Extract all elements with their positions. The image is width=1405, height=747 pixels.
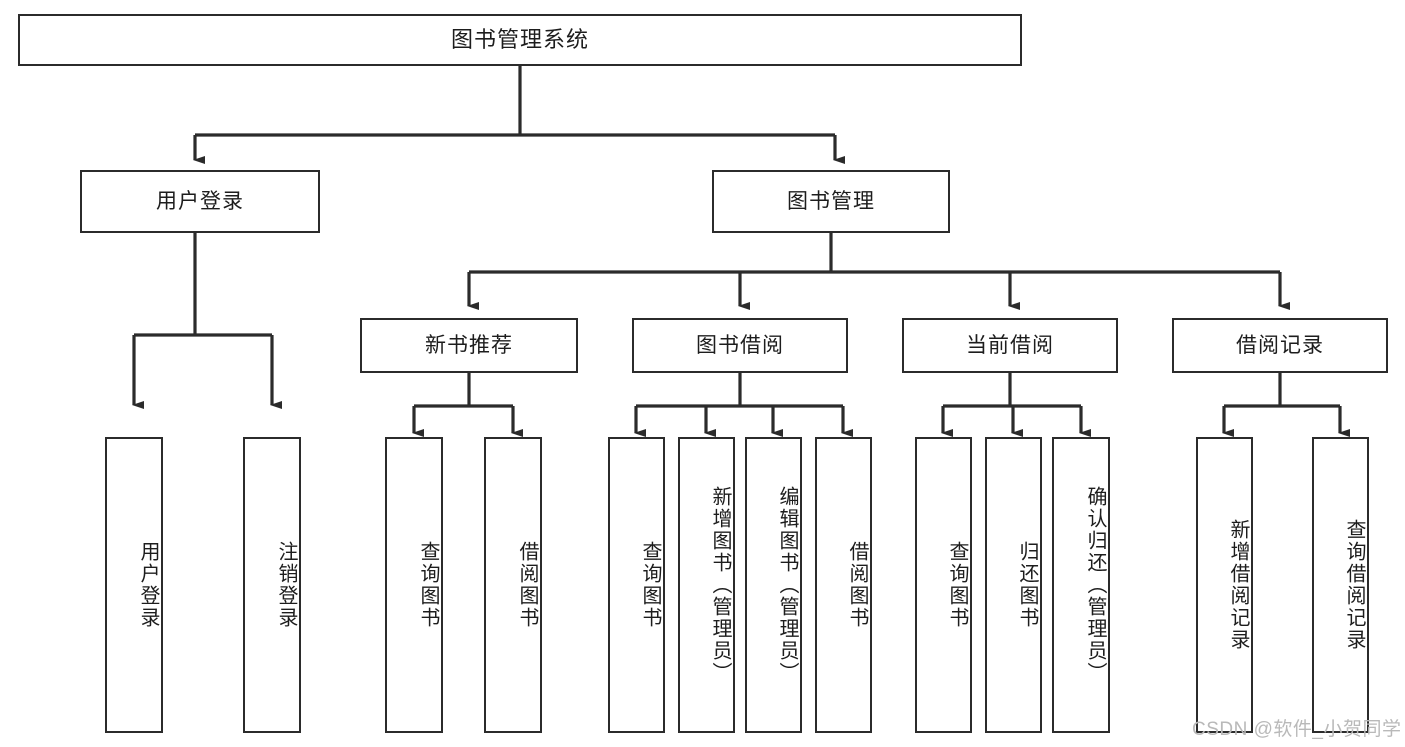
node-leaf-borrow-book-1[interactable]: 借阅图书 <box>484 437 542 733</box>
node-leaf-query-book-1-label: 查询图书 <box>417 541 439 629</box>
node-leaf-user-login[interactable]: 用户登录 <box>105 437 163 733</box>
node-leaf-add-record[interactable]: 新增借阅记录 <box>1196 437 1253 733</box>
node-leaf-user-logout-label: 注销登录 <box>275 541 297 629</box>
node-leaf-user-logout[interactable]: 注销登录 <box>243 437 301 733</box>
node-leaf-query-book-2[interactable]: 查询图书 <box>608 437 665 733</box>
node-leaf-borrow-book-2[interactable]: 借阅图书 <box>815 437 872 733</box>
node-current-borrow[interactable]: 当前借阅 <box>902 318 1118 373</box>
node-leaf-borrow-book-2-label: 借阅图书 <box>846 541 868 629</box>
node-book-manage[interactable]: 图书管理 <box>712 170 950 233</box>
node-leaf-add-book[interactable]: 新增图书（管理员） <box>678 437 735 733</box>
node-borrow-record-label: 借阅记录 <box>1236 333 1324 357</box>
node-leaf-query-book-2-label: 查询图书 <box>639 541 661 629</box>
node-leaf-query-book-1[interactable]: 查询图书 <box>385 437 443 733</box>
node-leaf-return-book[interactable]: 归还图书 <box>985 437 1042 733</box>
node-leaf-edit-book-label: 编辑图书（管理员） <box>776 486 798 684</box>
node-root[interactable]: 图书管理系统 <box>18 14 1022 66</box>
node-root-label: 图书管理系统 <box>450 26 589 52</box>
node-current-borrow-label: 当前借阅 <box>966 333 1054 357</box>
node-leaf-add-record-label: 新增借阅记录 <box>1227 519 1249 651</box>
node-leaf-add-book-label: 新增图书（管理员） <box>709 486 731 684</box>
node-book-manage-label: 图书管理 <box>787 189 875 213</box>
node-leaf-borrow-book-1-label: 借阅图书 <box>516 541 538 629</box>
node-user-login[interactable]: 用户登录 <box>80 170 320 233</box>
node-book-borrow[interactable]: 图书借阅 <box>632 318 848 373</box>
node-leaf-query-record[interactable]: 查询借阅记录 <box>1312 437 1369 733</box>
node-leaf-query-book-3[interactable]: 查询图书 <box>915 437 972 733</box>
node-leaf-confirm-return-label: 确认归还（管理员） <box>1084 486 1106 684</box>
node-user-login-label: 用户登录 <box>156 189 244 213</box>
node-leaf-confirm-return[interactable]: 确认归还（管理员） <box>1052 437 1110 733</box>
node-leaf-query-record-label: 查询借阅记录 <box>1343 519 1365 651</box>
node-borrow-record[interactable]: 借阅记录 <box>1172 318 1388 373</box>
node-leaf-edit-book[interactable]: 编辑图书（管理员） <box>745 437 802 733</box>
node-new-book-rec-label: 新书推荐 <box>425 333 513 357</box>
node-leaf-user-login-label: 用户登录 <box>137 541 159 629</box>
node-leaf-return-book-label: 归还图书 <box>1016 541 1038 629</box>
node-new-book-rec[interactable]: 新书推荐 <box>360 318 578 373</box>
node-leaf-query-book-3-label: 查询图书 <box>946 541 968 629</box>
csdn-watermark: CSDN @软件_小贺同学 <box>1192 719 1402 740</box>
node-book-borrow-label: 图书借阅 <box>696 333 784 357</box>
